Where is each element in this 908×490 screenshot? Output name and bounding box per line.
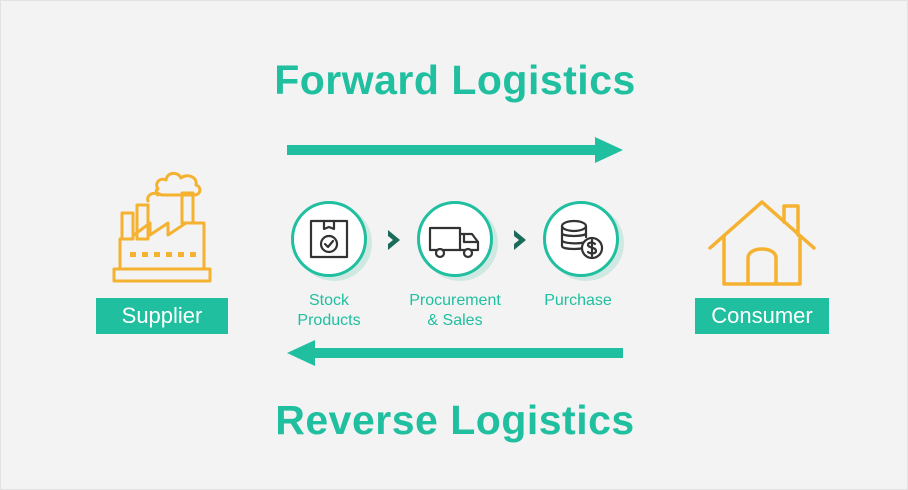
checked-box-icon [309, 219, 349, 259]
chevron-right-icon [388, 230, 400, 250]
supplier-label: Supplier [96, 298, 228, 334]
house-icon [708, 200, 816, 286]
stock-products-label-line2: Products [297, 312, 361, 329]
chevron-right-icon [514, 230, 526, 250]
coins-dollar-icon [560, 219, 604, 260]
factory-icon [112, 171, 212, 283]
stock-products-label-line1: Stock [308, 292, 349, 309]
forward-arrow [287, 137, 623, 163]
purchase-circle [543, 201, 619, 277]
consumer-label: Consumer [695, 298, 829, 334]
stock-products-label: Stock Products [264, 291, 394, 331]
stock-products-circle [291, 201, 367, 277]
procurement-sales-label-line1: Procurement [409, 292, 501, 309]
reverse-logistics-title: Reverse Logistics [275, 397, 635, 443]
purchase-label: Purchase [513, 291, 643, 311]
delivery-truck-icon [428, 226, 480, 259]
reverse-arrow [287, 340, 623, 366]
purchase-label-line1: Purchase [544, 292, 612, 309]
procurement-sales-circle [417, 201, 493, 277]
procurement-sales-label: Procurement & Sales [390, 291, 520, 331]
procurement-sales-label-line2: & Sales [427, 312, 483, 329]
forward-logistics-title: Forward Logistics [274, 57, 636, 103]
